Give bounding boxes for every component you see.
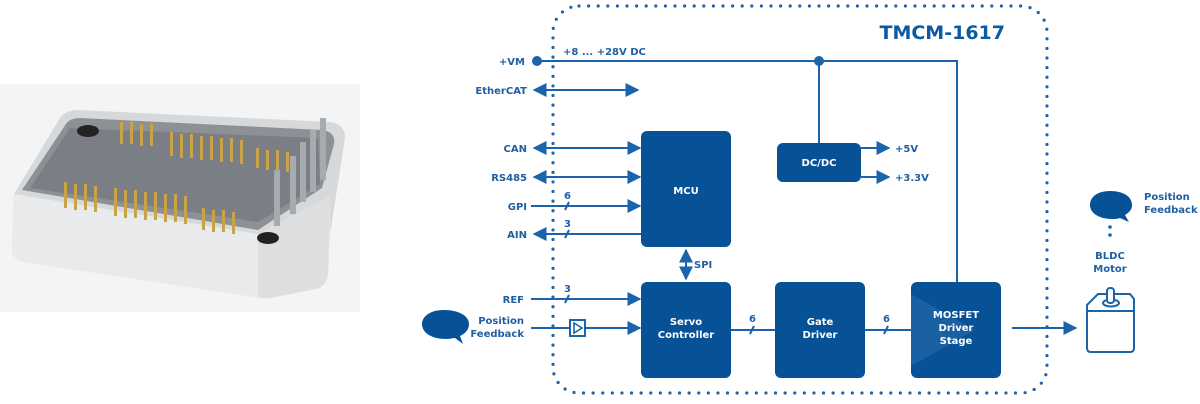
ain-label: AIN (507, 230, 527, 241)
gate-mosfet-count: 6 (883, 314, 890, 325)
speech-bubble-icon-right (1090, 191, 1132, 222)
bldc-motor-icon (1086, 287, 1135, 353)
v33-label: +3.3V (895, 173, 929, 184)
gate-label-line2: Driver (803, 330, 838, 341)
feedback-right-line2: Feedback (1144, 205, 1198, 216)
v5-label: +5V (895, 144, 918, 155)
mosfet-label-line3: Stage (940, 336, 973, 347)
gate-driver-block (775, 282, 865, 378)
gpi-label: GPI (508, 202, 527, 213)
amplifier-icon (569, 319, 586, 337)
servo-label-line2: Controller (658, 330, 715, 341)
spi-label: SPI (694, 260, 712, 271)
ethercat-label: EtherCAT (475, 86, 527, 97)
mosfet-label-line1: MOSFET (933, 310, 979, 321)
product-photo (0, 84, 360, 312)
mcu-label: MCU (673, 186, 698, 197)
motor-label-line2: Motor (1093, 264, 1126, 275)
can-label: CAN (504, 144, 527, 155)
servo-label-line1: Servo (670, 317, 702, 328)
rs485-label: RS485 (491, 173, 527, 184)
ref-label: REF (503, 295, 524, 306)
gate-label-line1: Gate (807, 317, 834, 328)
vm-range-label: +8 ... +28V DC (563, 47, 646, 58)
feedback-right-line1: Position (1144, 192, 1190, 203)
ref-count: 3 (564, 284, 571, 295)
dcdc-label: DC/DC (802, 158, 837, 169)
mosfet-label-line2: Driver (939, 323, 974, 334)
motor-label-line1: BLDC (1095, 251, 1125, 262)
vm-label: +VM (499, 57, 525, 68)
module-title: TMCM-1617 (880, 22, 1006, 44)
servo-controller-block (641, 282, 731, 378)
feedback-left-line2: Feedback (470, 329, 524, 340)
gpi-count: 6 (564, 191, 571, 202)
mcu-block (641, 131, 731, 247)
speech-bubble-icon-left (422, 310, 469, 344)
feedback-left-line1: Position (478, 316, 524, 327)
module-boundary (551, 4, 1049, 395)
dcdc-block (777, 143, 861, 182)
ain-count: 3 (564, 219, 571, 230)
servo-gate-count: 6 (749, 314, 756, 325)
